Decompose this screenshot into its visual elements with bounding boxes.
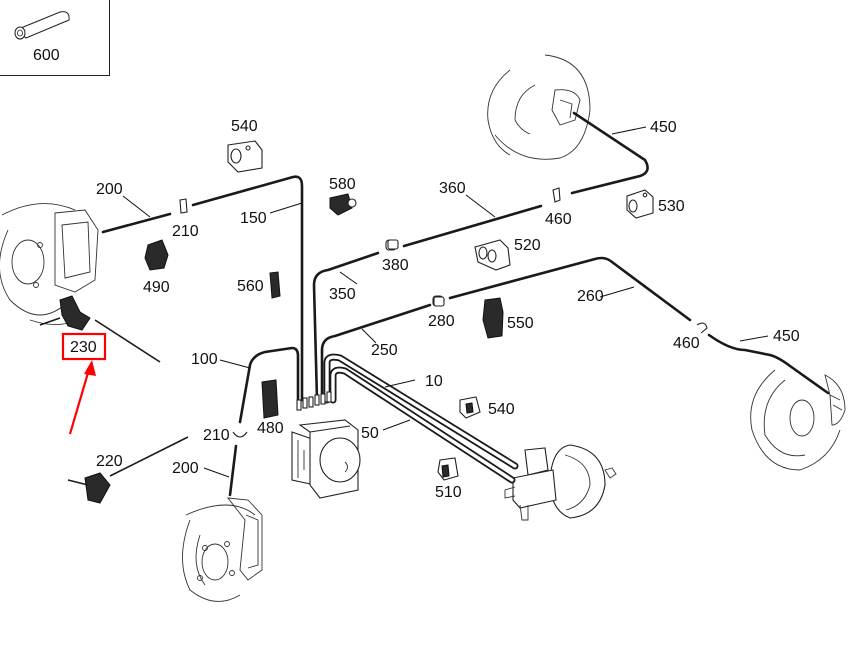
callout-labels: 540 200 210 150 580 490 560 230 450 360 …	[70, 118, 800, 501]
callout-200[interactable]: 200	[172, 460, 199, 477]
pipe-100	[238, 346, 300, 424]
part-210-upper-clip	[179, 198, 188, 214]
left-lower-brake-disc	[182, 497, 263, 602]
pipe-200-upper	[101, 212, 172, 234]
part-580-clip	[329, 193, 357, 216]
highlight-arrowhead	[84, 360, 96, 376]
callout-100[interactable]: 100	[191, 351, 218, 368]
leader-lines	[122, 126, 769, 478]
pipe-200-lower	[228, 444, 238, 497]
pipe-350	[312, 251, 380, 402]
part-560-clip	[269, 271, 281, 299]
callout-150[interactable]: 150	[240, 210, 267, 227]
part-510-clip	[437, 457, 459, 481]
brake-pipes	[94, 111, 830, 497]
sensor-cable-220	[109, 436, 189, 477]
callout-450[interactable]: 450	[773, 328, 800, 345]
master-cylinder-booster	[504, 444, 617, 521]
callout-550[interactable]: 550	[507, 315, 534, 332]
pipe-360	[402, 204, 543, 248]
callout-280[interactable]: 280	[428, 313, 455, 330]
callout-10[interactable]: 10	[425, 373, 443, 390]
abs-hydraulic-unit	[291, 419, 361, 499]
callout-230[interactable]: 230	[70, 339, 97, 356]
callout-220[interactable]: 220	[96, 453, 123, 470]
part-230-wheel-sensor	[39, 295, 91, 331]
callout-560[interactable]: 560	[237, 278, 264, 295]
pipe-250	[320, 303, 432, 402]
left-upper-brake-disc	[0, 203, 99, 325]
callout-580[interactable]: 580	[329, 176, 356, 193]
callout-520[interactable]: 520	[514, 237, 541, 254]
part-460-lower-clip	[696, 322, 708, 334]
inset-part-box: 600	[0, 0, 110, 76]
callout-540[interactable]: 540	[231, 118, 258, 135]
part-480-clip	[261, 379, 279, 419]
callout-360[interactable]: 360	[439, 180, 466, 197]
callout-530[interactable]: 530	[658, 198, 685, 215]
callout-200[interactable]: 200	[96, 181, 123, 198]
highlight-box-230	[61, 332, 107, 361]
callout-490[interactable]: 490	[143, 279, 170, 296]
part-280-connector	[433, 296, 445, 307]
inset-part-number: 600	[33, 47, 60, 64]
callout-350[interactable]: 350	[329, 286, 356, 303]
part-460-upper-clip	[552, 187, 561, 203]
callout-510[interactable]: 510	[435, 484, 462, 501]
part-540-upper-clip	[227, 140, 263, 173]
part-220-wheel-sensor	[67, 472, 111, 504]
callout-210[interactable]: 210	[172, 223, 199, 240]
part-210-lower-clip	[232, 431, 248, 438]
pipe-450-upper	[570, 111, 649, 195]
callout-540[interactable]: 540	[488, 401, 515, 418]
pipe-450-lower	[707, 333, 830, 395]
right-upper-brake-disc	[487, 54, 591, 160]
part-380-connector	[387, 239, 399, 250]
callout-450[interactable]: 450	[650, 119, 677, 136]
callout-50[interactable]: 50	[361, 425, 379, 442]
sensor-cable-230	[94, 319, 161, 363]
part-490-clip	[144, 239, 169, 271]
callout-460[interactable]: 460	[545, 211, 572, 228]
part-520-clip	[474, 239, 511, 271]
part-550-clip	[482, 297, 504, 339]
callout-210[interactable]: 210	[203, 427, 230, 444]
right-lower-brake-disc	[750, 369, 846, 471]
pipe-260	[448, 256, 692, 322]
callout-480[interactable]: 480	[257, 420, 284, 437]
pipe-150	[191, 175, 304, 402]
part-530-clip	[626, 189, 654, 219]
callout-250[interactable]: 250	[371, 342, 398, 359]
sleeve-tube-icon	[14, 11, 70, 40]
callout-380[interactable]: 380	[382, 257, 409, 274]
callout-260[interactable]: 260	[577, 288, 604, 305]
callout-460[interactable]: 460	[673, 335, 700, 352]
highlight-arrow	[68, 365, 92, 435]
part-540-lower-clip	[459, 396, 481, 419]
